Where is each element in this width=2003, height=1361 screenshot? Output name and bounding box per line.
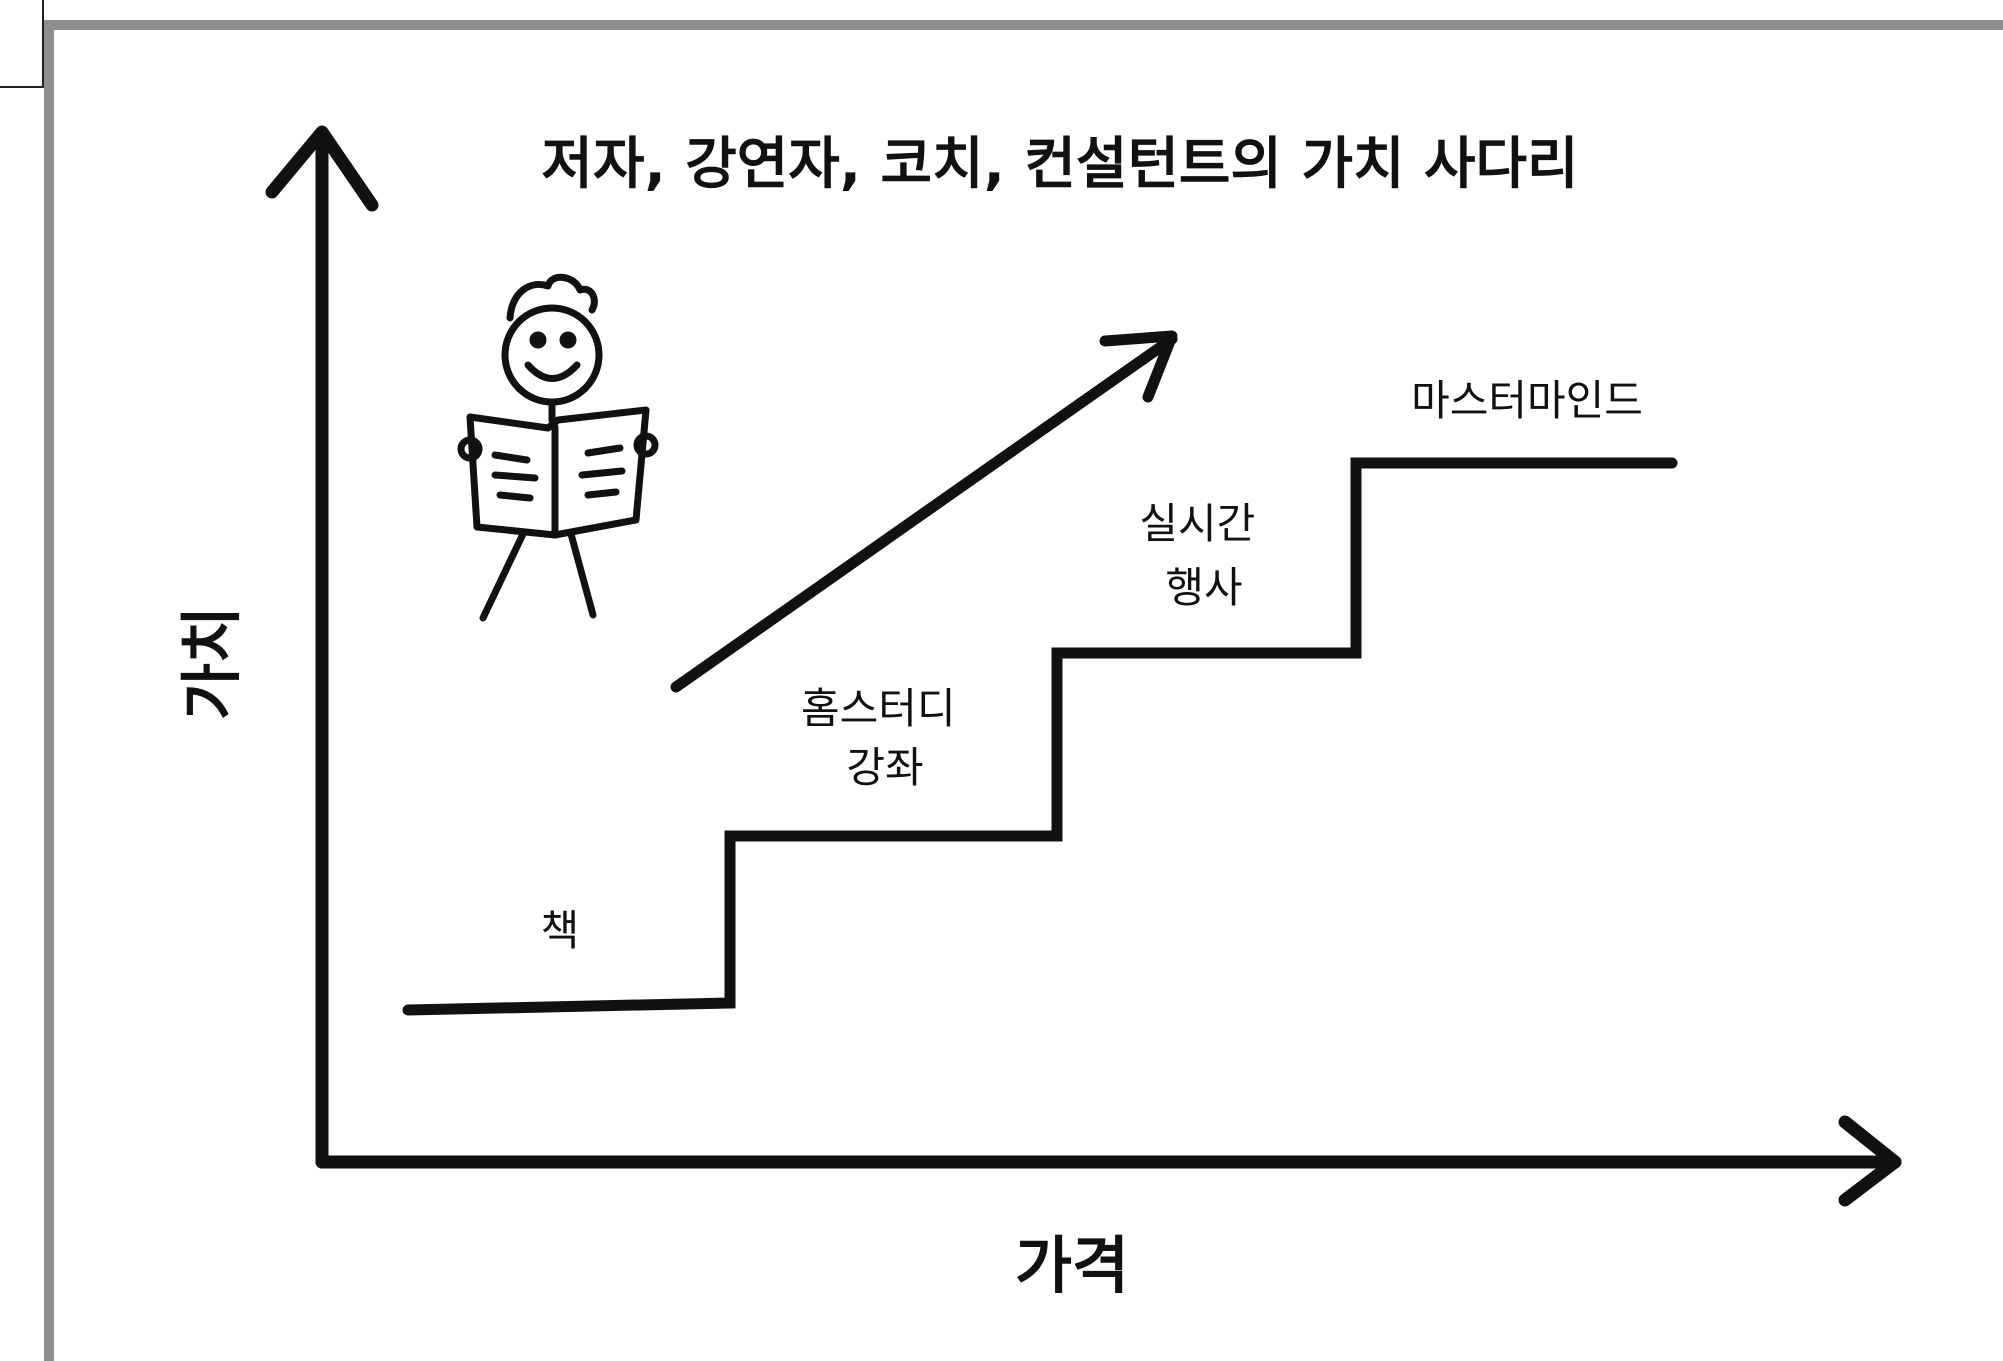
step-label-home-study: 홈스터디 강좌 bbox=[801, 684, 969, 792]
newspaper-text-lines bbox=[491, 444, 626, 502]
step-label-book: 책 bbox=[541, 906, 580, 955]
smile bbox=[524, 361, 581, 382]
step-label-live-event-line-1: 실시간 bbox=[1139, 499, 1255, 548]
diagram-title: 저자, 강연자, 코치, 컨설턴트의 가치 사다리 bbox=[541, 132, 1578, 197]
newspaper bbox=[466, 406, 650, 539]
y-axis-arrowhead bbox=[265, 125, 379, 212]
step-label-mastermind-line-1: 마스터마인드 bbox=[1411, 376, 1643, 425]
left-hand bbox=[457, 436, 483, 462]
person-reading-newspaper-icon bbox=[457, 273, 659, 622]
diagram-frame bbox=[44, 20, 2003, 1361]
y-axis-label: 가치 bbox=[175, 606, 248, 720]
x-axis-label: 가격 bbox=[1015, 1229, 1129, 1302]
step-label-mastermind: 마스터마인드 bbox=[1411, 376, 1643, 425]
head bbox=[501, 304, 603, 406]
hair bbox=[506, 273, 598, 322]
step-label-book-line-1: 책 bbox=[541, 906, 580, 955]
step-label-home-study-line-1: 홈스터디 bbox=[801, 684, 956, 733]
trend-up-arrow-icon bbox=[670, 330, 1178, 693]
left-eye bbox=[529, 331, 547, 349]
right-leg bbox=[567, 530, 597, 619]
step-label-home-study-line-2: 강좌 bbox=[846, 743, 923, 792]
step-label-live-event: 실시간 행사 bbox=[1139, 499, 1268, 612]
corner-frame-line bbox=[0, 0, 44, 88]
right-eye bbox=[559, 331, 577, 349]
value-ladder-staircase bbox=[402, 457, 1678, 1016]
x-axis bbox=[315, 1115, 1902, 1207]
left-leg bbox=[479, 530, 527, 622]
y-axis bbox=[265, 125, 379, 1169]
x-axis-arrowhead bbox=[1838, 1115, 1902, 1207]
right-hand bbox=[633, 432, 659, 458]
step-label-live-event-line-2: 행사 bbox=[1165, 563, 1242, 612]
